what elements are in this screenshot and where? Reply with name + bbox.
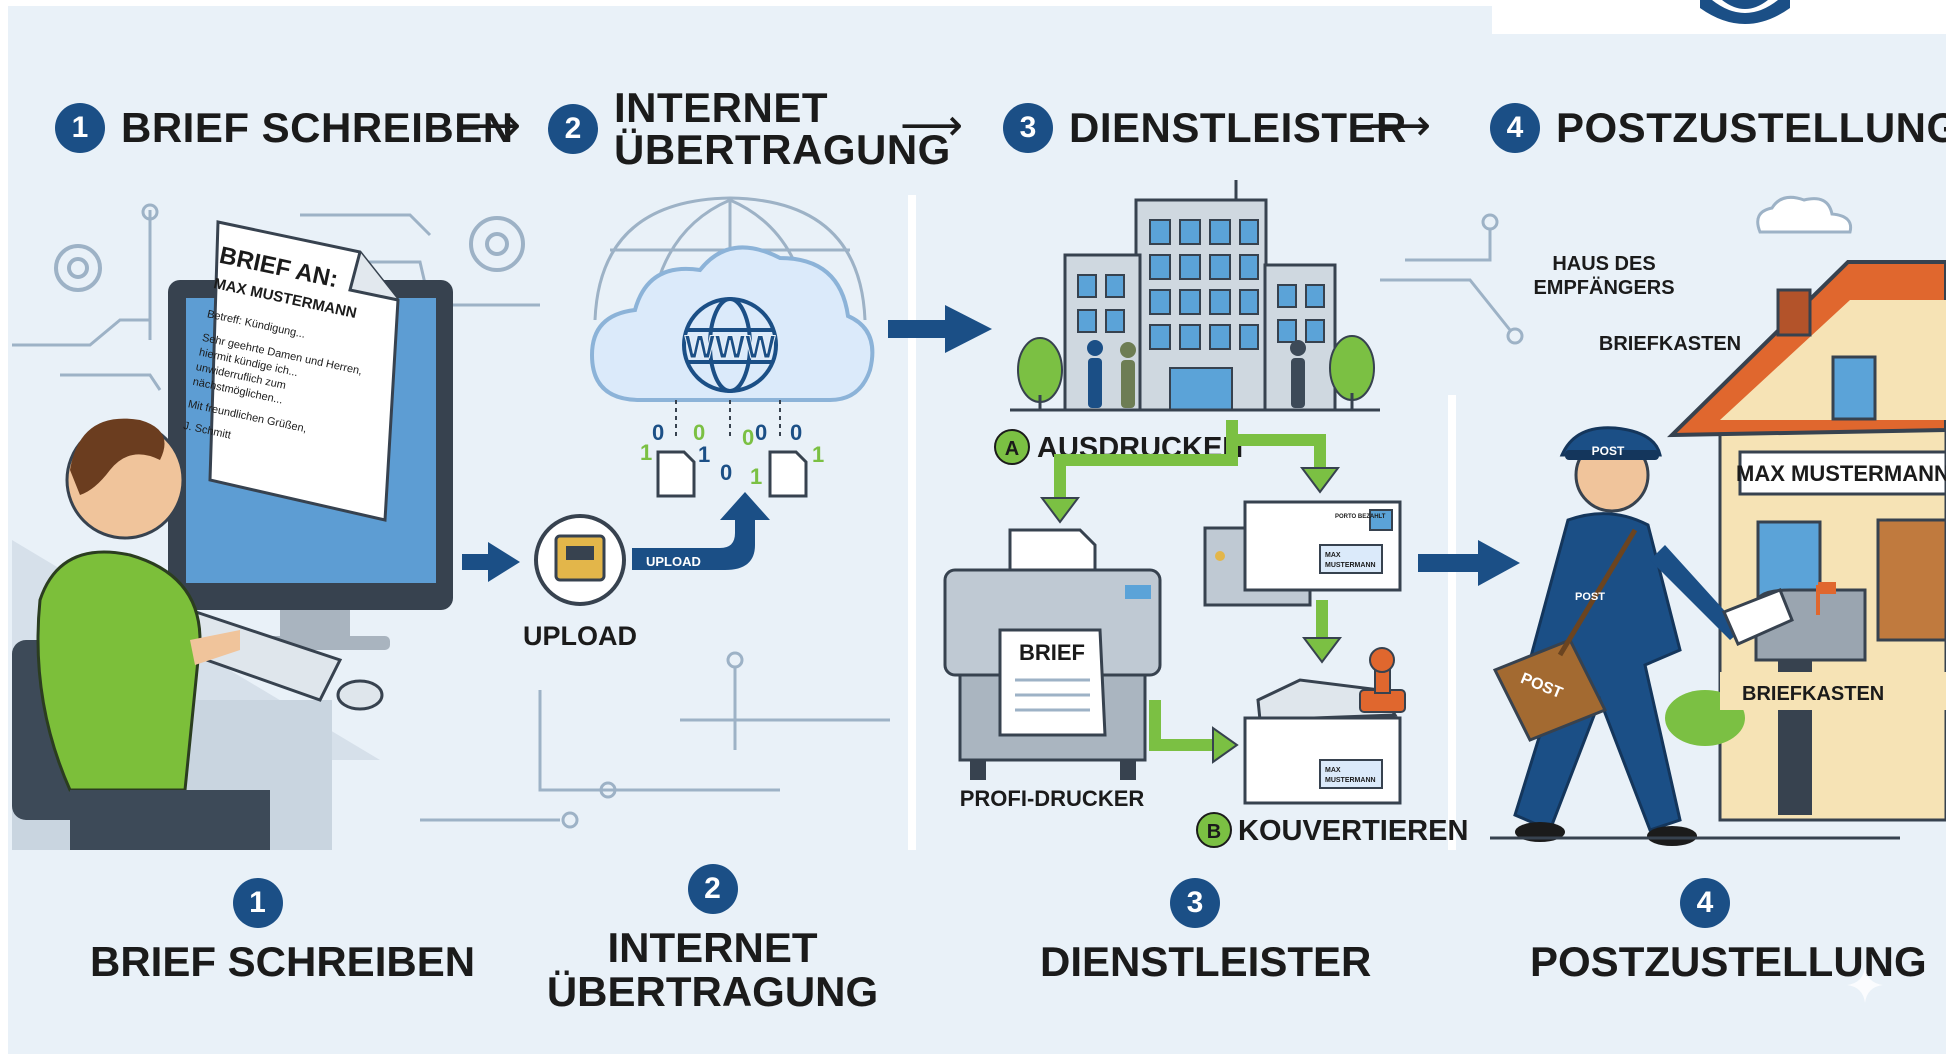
- document-icon: [656, 450, 696, 498]
- envelope-address-line: MAX: [1325, 767, 1341, 774]
- letter-sheet: [208, 220, 400, 522]
- arrow-right-icon: [462, 542, 520, 582]
- envelope-address-line: MAX: [1325, 552, 1341, 559]
- envelope-label: KOUVERTIEREN: [1238, 815, 1468, 847]
- envelope-address-line: MUSTERMANN: [1325, 777, 1376, 784]
- step-footer-1: 1 BRIEF SCHREIBEN: [90, 878, 476, 985]
- step-header-1: 1 BRIEF SCHREIBEN: [55, 103, 514, 153]
- envelope-address-line: MUSTERMANN: [1325, 562, 1376, 569]
- step-title: DIENSTLEISTER: [1069, 104, 1407, 151]
- step-title-line: ÜBERTRAGUNG: [614, 126, 951, 173]
- shield-logo-icon: [1700, 0, 1790, 24]
- envelope-icon: [1243, 500, 1402, 592]
- binary-digit: 1: [640, 440, 652, 465]
- arrow-right-icon: ⟶: [458, 101, 522, 150]
- binary-digit: 0: [720, 460, 732, 485]
- step-title: INTERNET ÜBERTRAGUNG: [614, 87, 951, 171]
- postman-chest-label: POST: [1575, 591, 1605, 603]
- house-label-line: HAUS DES: [1552, 253, 1655, 275]
- step-title: POSTZUSTELLUNG: [1556, 104, 1946, 151]
- person-at-computer: [12, 418, 270, 850]
- step-header-3: 3 DIENSTLEISTER: [1003, 103, 1407, 153]
- people-walking: [1087, 340, 1306, 408]
- green-arrowheads: [1040, 467, 1342, 764]
- house-label-line: EMPFÄNGERS: [1533, 276, 1674, 299]
- step-footer-3: 3 DIENSTLEISTER: [1040, 878, 1372, 985]
- step-footer-2: 2 INTERNET ÜBERTRAGUNG: [540, 864, 885, 1014]
- step-number-badge: 2: [687, 864, 738, 914]
- mailbox-label: BRIEFKASTEN: [1599, 333, 1741, 355]
- step-number-badge: 4: [1680, 878, 1730, 928]
- binary-digit: 0: [790, 420, 802, 445]
- upload-label: UPLOAD: [523, 621, 637, 651]
- sparkle-icon: [1847, 967, 1883, 1003]
- gear-icon: [469, 216, 525, 272]
- mailbox-label-bottom: BRIEFKASTEN: [1742, 683, 1884, 705]
- tree-icon: [1329, 335, 1375, 410]
- globe-icon: [682, 297, 778, 393]
- step-header-4: 4 POSTZUSTELLUNG: [1490, 103, 1946, 153]
- document-icon: [768, 450, 808, 498]
- upload-arrow: UPLOAD: [632, 492, 770, 570]
- data-stream-lines: [675, 400, 781, 440]
- arrow-right-icon: ⟶: [1368, 101, 1432, 150]
- step-footer-title: POSTZUSTELLUNG: [1530, 938, 1927, 985]
- step-footer-title: DIENSTLEISTER: [1040, 938, 1372, 985]
- step-a-letter: A: [1005, 438, 1019, 460]
- gear-icon: [54, 244, 102, 292]
- binary-digit: 1: [750, 464, 762, 489]
- step-number-badge: 2: [548, 104, 598, 154]
- step-footer-title-line: ÜBERTRAGUNG: [546, 968, 879, 1015]
- step-number-badge: 1: [55, 103, 105, 153]
- step-footer-title: BRIEF SCHREIBEN: [90, 938, 476, 985]
- step-title-line: INTERNET: [614, 84, 828, 131]
- cloud-icon: [1756, 195, 1853, 234]
- step-number-badge: 3: [1170, 878, 1220, 928]
- binary-stream: 0 0 0 0 0 1 1 0 1 1: [640, 420, 824, 489]
- printer: [943, 528, 1162, 780]
- postman: [1492, 426, 1794, 846]
- binary-digit: 1: [812, 442, 824, 467]
- postage-paid-label: PORTO BEZAHLT: [1335, 514, 1386, 520]
- green-flow-arrows: [1054, 420, 1328, 751]
- step-b-letter: B: [1207, 821, 1221, 843]
- binary-digit: 0: [742, 425, 754, 450]
- step-number-badge: 3: [1003, 103, 1053, 153]
- step-title: BRIEF SCHREIBEN: [121, 104, 514, 151]
- binary-digit: 0: [755, 420, 767, 445]
- step-number-badge: 4: [1490, 103, 1540, 153]
- binary-digit: 0: [693, 420, 705, 445]
- cloud-icon: [589, 245, 875, 402]
- postman-cap-label: POST: [1592, 444, 1625, 458]
- step-header-2: 2 INTERNET ÜBERTRAGUNG: [548, 87, 951, 171]
- step-number-badge: 1: [232, 878, 283, 928]
- step-footer-title-line: INTERNET: [607, 924, 818, 971]
- nameplate-label: MAX MUSTERMANN: [1736, 461, 1946, 486]
- tree-icon: [1017, 337, 1063, 410]
- step-b-badge: [1196, 812, 1232, 848]
- ethernet-port-icon: [534, 514, 626, 606]
- printer-label: PROFI-DRUCKER: [960, 786, 1145, 811]
- arrow-right-icon: [1418, 540, 1520, 586]
- step-a-badge: [994, 429, 1030, 465]
- binary-digit: 1: [698, 442, 710, 467]
- arrow-right-icon: [888, 305, 992, 353]
- binary-digit: 0: [652, 420, 664, 445]
- upload-arrow-label: UPLOAD: [646, 554, 701, 569]
- stamp-icon: [1359, 647, 1406, 713]
- arrow-right-icon: ⟶: [900, 101, 964, 150]
- printer-sheet-label: BRIEF: [1019, 640, 1085, 665]
- www-label: WWW: [685, 329, 776, 365]
- office-building: [1010, 180, 1380, 412]
- mouse-icon: [336, 679, 384, 711]
- step-footer-4: 4 POSTZUSTELLUNG: [1530, 878, 1927, 985]
